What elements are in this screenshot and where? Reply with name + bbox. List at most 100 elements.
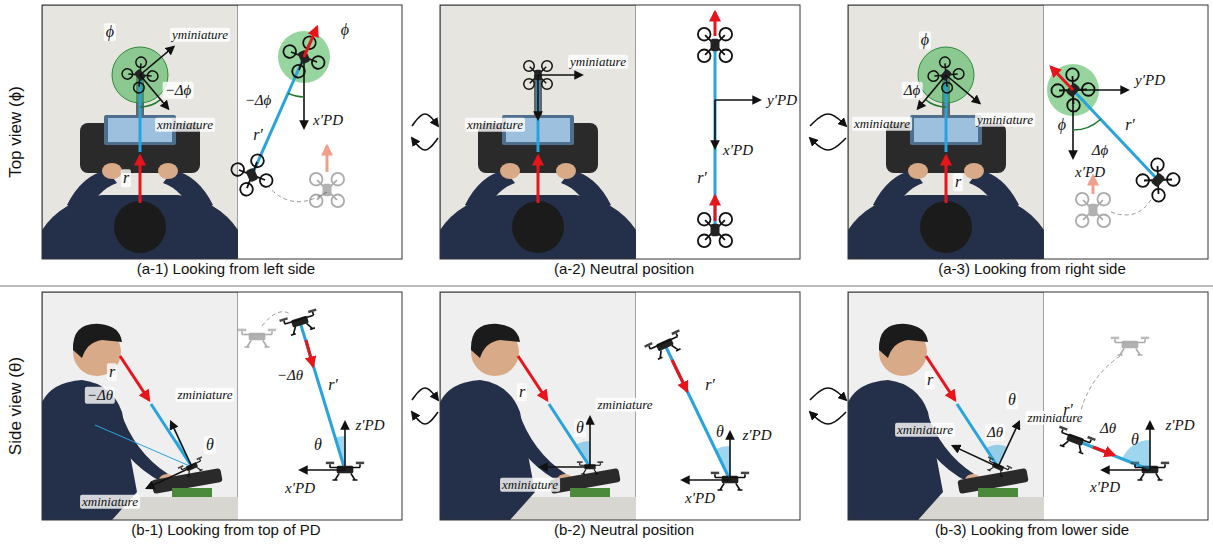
cycle-arrow [810,412,846,424]
math-label: Δθ [985,424,1005,441]
top-view-right-photo [946,75,980,103]
math-label: r′ [705,376,715,394]
top-view-neutral-photo [537,75,540,152]
math-label: ϕ [1058,116,1066,134]
top-view-neutral-drone-diagram [714,100,716,148]
panel-caption: (a-1) Looking from left side [42,259,410,279]
math-label: x′PD [313,112,343,129]
side-view-top-drone-diagram [306,340,313,366]
side-view-lower-drone-diagram [1102,469,1150,471]
panel-frame [440,5,800,259]
top-view-left-photo [139,156,142,203]
side-view-neutral-photo [576,441,590,467]
math-label: r [517,383,527,401]
math-label: Δϕ [902,82,923,99]
top-view-neutral-drone-diagram [698,12,760,247]
math-label: x′PD [723,142,753,159]
side-view-neutral-drone-diagram [729,432,731,480]
side-view-top-photo [178,456,207,479]
math-label: xminiature [852,117,912,131]
top-view-neutral-photo [537,156,540,203]
row-title: Side view (θ) [7,357,26,455]
math-label: −Δθ [85,387,115,404]
top-view-neutral-drone-diagram [714,45,717,230]
top-view-left-photo [42,5,238,259]
top-view-left-drone-diagram [229,152,274,197]
side-view-lower-drone-diagram [1111,337,1149,355]
math-label: r′ [328,376,338,394]
cycle-arrow [412,114,438,150]
panel-caption: (b-3) Looking from lower side [848,520,1213,540]
math-label: Δϕ [1092,142,1109,159]
math-label: θ [1006,391,1018,409]
top-view-right-drone-diagram [1049,66,1097,114]
top-view-left-drone-diagram [252,57,304,175]
side-view-top-drone-diagram [335,436,345,470]
top-view-left-photo [42,5,238,259]
side-view-top-photo [151,404,192,467]
math-label: θ [204,436,216,454]
figure-panel: (a-3) Looking from right side [848,5,1213,279]
side-view-top-drone-diagram [300,322,345,470]
side-view-lower-drone-diagram [1149,422,1151,470]
math-label: yminiature [170,28,230,42]
top-view-neutral-photo [440,5,636,259]
side-view-top-drone-diagram [238,329,276,347]
top-view-right-drone-diagram [1134,156,1182,204]
row-title: Top view (ϕ) [7,86,26,178]
panel-frame [440,292,800,520]
side-view-top-drone-diagram [238,308,364,480]
math-label: z′PD [1165,417,1194,434]
top-view-left-drone-diagram [304,27,317,57]
figure-panel: (b-2) Neutral position [440,292,808,540]
math-label: r [121,169,131,187]
math-label: y′PD [767,92,797,109]
panel-frame [848,292,1208,520]
math-label: xminiature [80,495,140,509]
top-view-right-drone-diagram [1051,67,1073,90]
math-label: r′ [697,169,707,187]
math-label: r [925,371,935,389]
top-view-right-drone-diagram [1111,198,1152,215]
top-view-left-drone-diagram [310,173,344,207]
side-view-neutral-drone-diagram [644,329,686,362]
panel-caption: (b-1) Looking from top of PD [42,520,410,540]
row-divider [0,286,1213,287]
side-view-top-drone-diagram [300,469,345,471]
math-label: zminiature [595,398,654,412]
math-label: xminiature [465,118,525,132]
math-label: r′ [1063,401,1073,419]
math-label: ϕ [341,21,349,39]
panel-frame [42,292,402,520]
top-view-right-photo [848,5,1044,259]
math-label: z′PD [742,427,771,444]
side-view-top-photo [171,422,192,467]
side-view-top-photo [147,467,192,488]
math-label: x′PD [285,480,315,497]
side-view-top-drone-diagram [344,422,346,470]
top-view-left-photo [140,100,161,107]
math-label: ϕ [104,23,116,41]
top-view-right-drone-diagram [1076,193,1110,227]
panel-frame [848,5,1208,259]
side-view-neutral-drone-diagram [715,446,730,480]
math-label: z′PD [355,417,384,434]
top-view-right-drone-diagram [1073,90,1158,180]
side-view-neutral-drone-diagram [665,345,730,480]
side-view-neutral-photo [549,404,590,467]
side-view-lower-photo [848,292,1044,520]
figure-panel: (a-1) Looking from left side [42,5,410,279]
side-view-top-drone-diagram [279,308,321,337]
top-view-right-photo [945,156,948,203]
cycle-arrow [810,388,846,424]
cycle-arrow [412,388,438,400]
cycle-arrow [810,114,846,150]
math-label: yminiature [975,113,1035,127]
cycle-arrow [412,388,438,424]
side-view-lower-drone-diagram [1054,337,1170,480]
top-view-left-drone-diagram [288,93,304,97]
math-label: −Δϕ [245,92,272,109]
cycle-arrow [412,138,438,150]
math-label: θ [716,423,724,441]
